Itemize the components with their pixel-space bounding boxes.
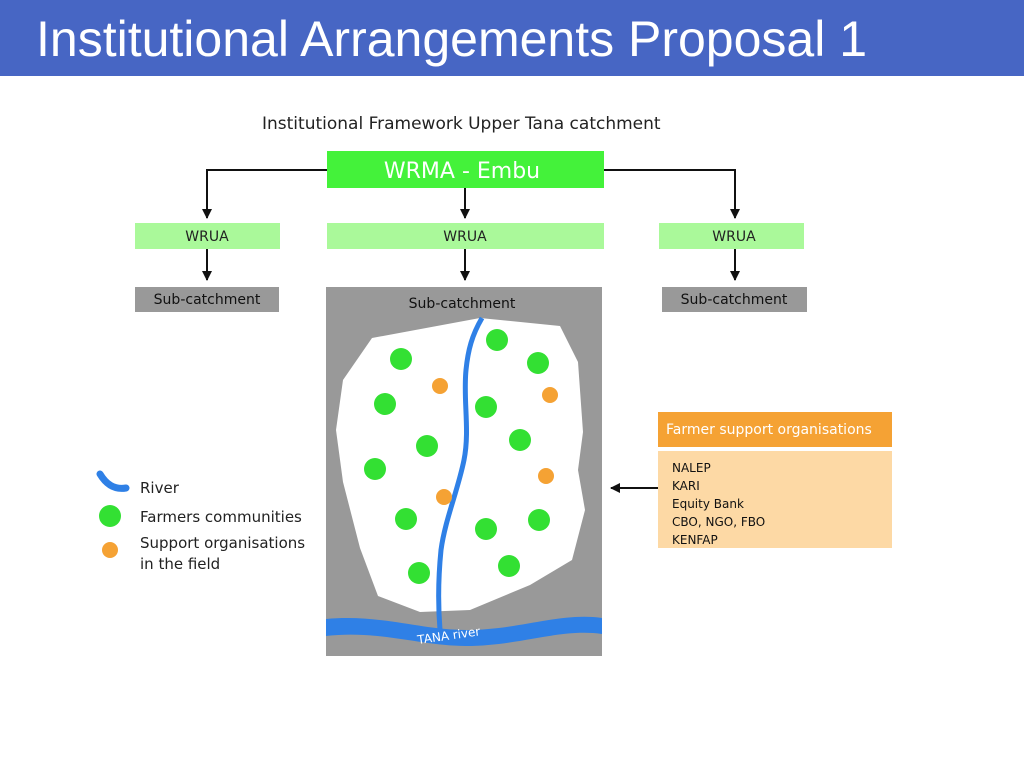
wrua-node-middle bbox=[327, 223, 604, 249]
farmer-dot bbox=[374, 393, 396, 415]
legend-support-icon bbox=[102, 542, 118, 558]
support-dot bbox=[542, 387, 558, 403]
support-box-header bbox=[658, 412, 892, 447]
subcatchment-label-left: Sub-catchment bbox=[154, 292, 261, 308]
wrua-node-left bbox=[135, 223, 280, 249]
farmer-dot bbox=[416, 435, 438, 457]
support-box-body bbox=[658, 451, 892, 548]
farmer-dot bbox=[528, 509, 550, 531]
tana-river bbox=[326, 616, 602, 646]
river-tributary bbox=[436, 316, 485, 631]
support-item: KARI bbox=[672, 479, 700, 493]
support-item: NALEP bbox=[672, 461, 711, 475]
support-box-header-label: Farmer support organisations bbox=[666, 422, 872, 438]
legend-farmer-label: Farmers communities bbox=[140, 508, 302, 526]
farmer-dot bbox=[527, 352, 549, 374]
farmer-dot bbox=[364, 458, 386, 480]
wrma-node-label: WRMA - Embu bbox=[384, 159, 540, 184]
support-dot bbox=[432, 378, 448, 394]
support-item: KENFAP bbox=[672, 533, 718, 547]
title-bar: Institutional Arrangements Proposal 1 bbox=[0, 0, 1024, 76]
diagram-heading: Institutional Framework Upper Tana catch… bbox=[262, 114, 661, 134]
slide-title: Institutional Arrangements Proposal 1 bbox=[36, 11, 868, 67]
subcatchment-left bbox=[135, 287, 279, 312]
farmer-dot bbox=[509, 429, 531, 451]
farmer-dot bbox=[475, 396, 497, 418]
wrua-node-right bbox=[659, 223, 804, 249]
wrua-label-middle: WRUA bbox=[443, 229, 487, 245]
wrua-label-left: WRUA bbox=[185, 229, 229, 245]
wrua-label-right: WRUA bbox=[712, 229, 756, 245]
support-item: Equity Bank bbox=[672, 497, 744, 511]
support-dot bbox=[538, 468, 554, 484]
wrma-node bbox=[327, 151, 604, 188]
farmer-dot bbox=[486, 329, 508, 351]
legend-river-icon bbox=[96, 470, 130, 492]
support-dot bbox=[436, 489, 452, 505]
farmer-dot bbox=[390, 348, 412, 370]
farmer-dot bbox=[408, 562, 430, 584]
support-item: CBO, NGO, FBO bbox=[672, 515, 765, 529]
subcatchment-right bbox=[662, 287, 807, 312]
connector-right bbox=[604, 169, 740, 219]
legend-river-label: River bbox=[140, 479, 180, 497]
farmer-dot bbox=[498, 555, 520, 577]
subcatchment-label-main: Sub-catchment bbox=[409, 296, 516, 312]
subcatchment-label-right: Sub-catchment bbox=[681, 292, 788, 308]
legend-farmer-icon bbox=[99, 505, 121, 527]
legend-support-label-line2: in the field bbox=[140, 555, 220, 573]
farmer-dot bbox=[395, 508, 417, 530]
farmer-dot bbox=[475, 518, 497, 540]
legend-support-label-line1: Support organisations bbox=[140, 534, 305, 552]
connector-left bbox=[202, 169, 327, 219]
